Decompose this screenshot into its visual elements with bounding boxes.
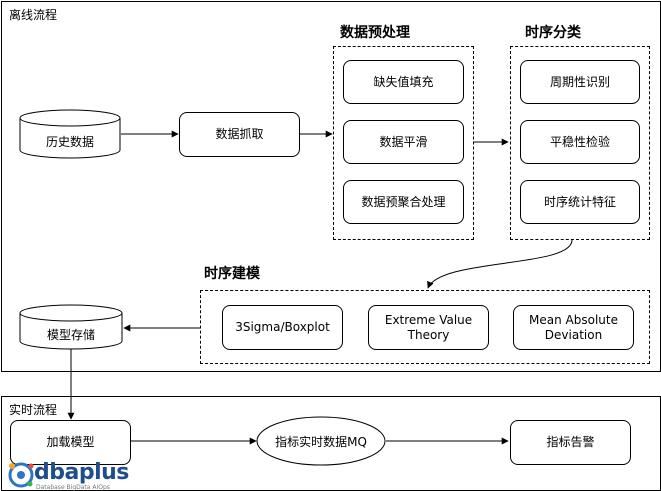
modeling-item-mad: Mean Absolute Deviation (513, 305, 634, 350)
preprocess-item-fill: 缺失值填充 (343, 60, 464, 104)
dbaplus-logo: dbaplus Database BigData AIOps (6, 458, 129, 491)
classify-item-periodicity: 周期性识别 (520, 60, 640, 104)
preprocess-group (333, 46, 474, 240)
model-storage-cylinder (19, 304, 123, 350)
realtime-title: 实时流程 (9, 403, 58, 417)
mq-ellipse (256, 416, 386, 466)
modeling-title: 时序建模 (204, 266, 260, 282)
preprocess-item-aggregate: 数据预聚合处理 (343, 180, 464, 224)
model-storage-label: 模型存储 (46, 327, 95, 342)
history-data-cylinder (19, 109, 121, 159)
logo-subtitle: Database BigData AIOps (36, 484, 110, 491)
dbaplus-logo-icon (8, 462, 34, 488)
modeling-group (200, 290, 650, 364)
arrow-classify-to-modeling (427, 239, 573, 289)
preprocess-item-smooth: 数据平滑 (343, 120, 464, 164)
modeling-item-sigma: 3Sigma/Boxplot (222, 305, 343, 350)
history-data-label: 历史数据 (45, 134, 94, 149)
offline-title: 离线流程 (9, 8, 58, 22)
logo-wordmark: dbaplus (34, 460, 129, 485)
classify-group (510, 46, 650, 240)
load-model-node: 加载模型 (10, 420, 131, 465)
classify-title: 时序分类 (525, 25, 581, 41)
data-fetch-node: 数据抓取 (179, 112, 300, 157)
alert-node: 指标告警 (510, 420, 631, 465)
mq-label: 指标实时数据MQ (275, 434, 367, 449)
classify-item-stationarity: 平稳性检验 (520, 120, 640, 164)
preprocess-title: 数据预处理 (340, 25, 410, 41)
modeling-item-evt: Extreme Value Theory (368, 305, 489, 350)
classify-item-stats: 时序统计特征 (520, 180, 640, 224)
